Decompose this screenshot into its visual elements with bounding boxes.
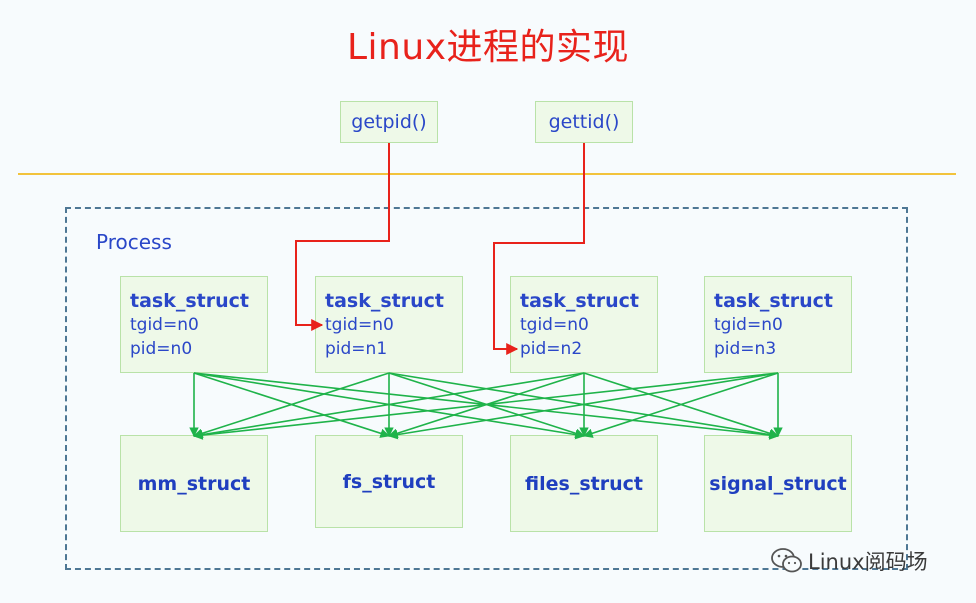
link-task3-res0 [193,372,779,440]
gettid-label: gettid() [548,111,620,133]
task-tgid: tgid=n0 [714,315,783,335]
task-name: task_struct [714,290,833,312]
wechat-icon [771,548,802,573]
task-tgid: tgid=n0 [325,315,394,335]
task-name: task_struct [520,290,639,312]
task-pid: pid=n3 [714,339,777,359]
page-title: Linux进程的实现 [347,27,629,68]
process-label: Process [96,230,172,254]
task-pid: pid=n0 [130,339,193,359]
getpid-arrow [295,143,390,331]
link-task3-res2 [583,372,779,438]
resource-label: fs_struct [342,470,436,493]
task-struct-3[interactable]: task_struct tgid=n0 pid=n3 [704,276,852,373]
resource-fs-struct[interactable]: fs_struct [315,435,463,528]
gettid-box[interactable]: gettid() [535,101,633,143]
getpid-label: getpid() [351,111,427,133]
process-frame [65,207,908,570]
task-tgid: tgid=n0 [520,315,589,335]
watermark-text: Linux阅码场 [808,550,928,574]
task-struct-1[interactable]: task_struct tgid=n0 pid=n1 [315,276,463,373]
task-pid: pid=n2 [520,339,583,359]
resource-label: mm_struct [137,472,251,495]
getpid-box[interactable]: getpid() [340,101,438,143]
kernel-user-divider [18,173,956,175]
gettid-arrow [493,143,585,355]
resource-signal-struct[interactable]: signal_struct [704,435,852,532]
link-task3-res1 [388,372,779,440]
task-struct-2[interactable]: task_struct tgid=n0 pid=n2 [510,276,658,373]
link-task1-res0 [193,372,390,438]
task-struct-0[interactable]: task_struct tgid=n0 pid=n0 [120,276,268,373]
task-to-resource-links [189,372,783,440]
resource-label: signal_struct [709,472,847,495]
link-task2-res0 [193,372,585,440]
resource-label: files_struct [525,472,643,495]
task-tgid: tgid=n0 [130,315,199,335]
task-pid: pid=n1 [325,339,388,359]
watermark: Linux阅码场 [770,546,928,576]
task-name: task_struct [130,290,249,312]
resource-files-struct[interactable]: files_struct [510,435,658,532]
task-name: task_struct [325,290,444,312]
